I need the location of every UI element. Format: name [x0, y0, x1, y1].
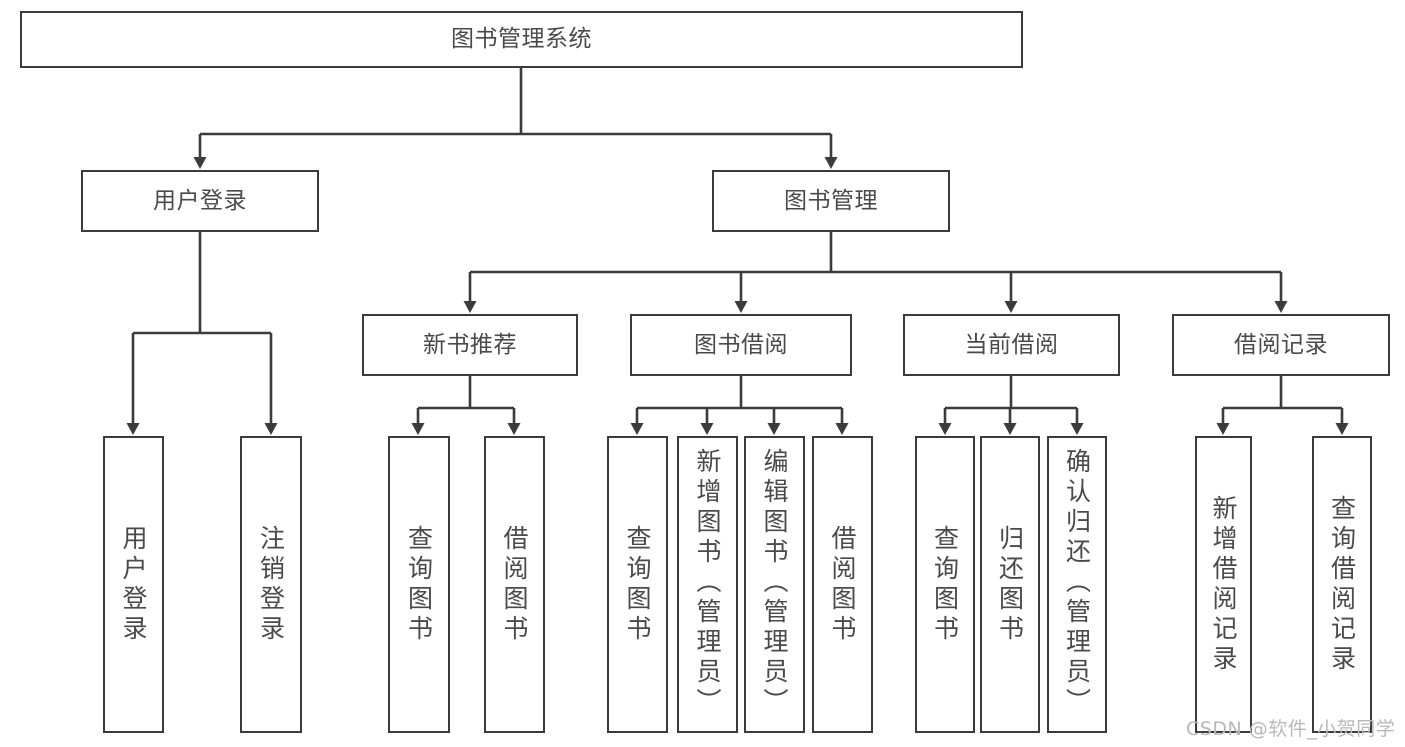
- node-leaf-logout[interactable]: 注销登录: [240, 436, 302, 733]
- node-leaf-user-login-label: 用户登录: [119, 524, 148, 645]
- node-leaf-query-book[interactable]: 查询图书: [607, 436, 668, 733]
- node-book-borrow-label: 图书借阅: [694, 331, 788, 358]
- node-user-login[interactable]: 用户登录: [81, 170, 319, 232]
- node-leaf-add-book[interactable]: 新增图书（管理员）: [677, 436, 738, 733]
- node-leaf-logout-label: 注销登录: [256, 524, 286, 645]
- node-current-loan[interactable]: 当前借阅: [903, 314, 1120, 376]
- node-leaf-query-loan[interactable]: 查询图书: [915, 436, 975, 733]
- node-leaf-confirm-return-label: 确认归还（管理员）: [1062, 448, 1092, 718]
- csdn-watermark: CSDN @软件_小贺同学: [1186, 718, 1396, 740]
- node-book-manage[interactable]: 图书管理: [712, 170, 950, 232]
- node-root-label: 图书管理系统: [451, 26, 592, 53]
- node-leaf-query-record-label: 查询借阅记录: [1327, 494, 1357, 675]
- node-book-borrow[interactable]: 图书借阅: [630, 314, 852, 376]
- node-leaf-borrow-book-rec-label: 借阅图书: [500, 524, 529, 645]
- node-current-loan-label: 当前借阅: [964, 331, 1059, 358]
- node-loan-record-label: 借阅记录: [1234, 331, 1328, 358]
- node-leaf-query-book-rec[interactable]: 查询图书: [388, 436, 450, 733]
- node-leaf-add-record-label: 新增借阅记录: [1209, 494, 1238, 675]
- node-user-login-label: 用户登录: [153, 187, 247, 214]
- node-leaf-borrow-book[interactable]: 借阅图书: [812, 436, 873, 733]
- node-leaf-borrow-book-label: 借阅图书: [828, 524, 857, 645]
- node-leaf-add-record[interactable]: 新增借阅记录: [1195, 436, 1252, 733]
- node-leaf-confirm-return[interactable]: 确认归还（管理员）: [1047, 436, 1107, 733]
- node-leaf-return-book[interactable]: 归还图书: [980, 436, 1040, 733]
- node-leaf-query-book-rec-label: 查询图书: [404, 524, 434, 645]
- node-leaf-edit-book[interactable]: 编辑图书（管理员）: [744, 436, 805, 733]
- node-leaf-query-record[interactable]: 查询借阅记录: [1312, 436, 1372, 733]
- node-leaf-borrow-book-rec[interactable]: 借阅图书: [484, 436, 545, 733]
- node-leaf-edit-book-label: 编辑图书（管理员）: [760, 448, 789, 718]
- node-leaf-query-book-label: 查询图书: [623, 524, 652, 645]
- node-new-book-rec-label: 新书推荐: [423, 331, 517, 358]
- node-leaf-add-book-label: 新增图书（管理员）: [693, 448, 722, 718]
- node-new-book-rec[interactable]: 新书推荐: [362, 314, 578, 376]
- node-loan-record[interactable]: 借阅记录: [1172, 314, 1390, 376]
- node-leaf-query-loan-label: 查询图书: [930, 524, 960, 645]
- node-leaf-return-book-label: 归还图书: [995, 524, 1025, 645]
- node-leaf-user-login[interactable]: 用户登录: [103, 436, 164, 733]
- node-book-manage-label: 图书管理: [784, 187, 878, 214]
- node-root[interactable]: 图书管理系统: [20, 11, 1023, 68]
